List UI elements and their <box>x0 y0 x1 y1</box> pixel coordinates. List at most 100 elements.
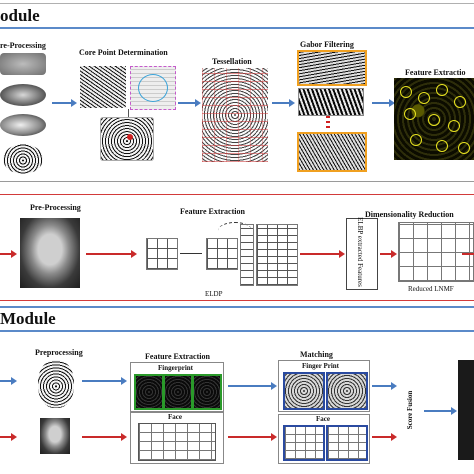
module1-bottom-separator <box>0 181 474 182</box>
preprocess-face-image <box>40 418 70 454</box>
eldp-dashed-curve <box>218 222 252 239</box>
m2-arrow-4 <box>380 253 392 255</box>
module1-feature-extraction-label: Feature Extractio <box>405 68 466 77</box>
m3-arrow-fusion-top <box>372 385 392 387</box>
m3-arrow-in-top <box>0 380 12 382</box>
eldp-threshold-arrow <box>180 253 202 254</box>
core-point-marker <box>127 134 133 140</box>
m3-match-fp-image-1 <box>283 372 325 410</box>
m3-output-box <box>458 360 474 460</box>
m1-arrow-4 <box>372 102 390 104</box>
module2-preprocessing-label: Pre-Processing <box>30 203 81 212</box>
m2-arrow-3 <box>300 253 340 255</box>
m3-arrow-fp-head <box>121 377 127 385</box>
module1-preprocessing-label: re-Processing <box>0 41 46 50</box>
m3-arrow-in-top-head <box>11 377 17 385</box>
m3-arrow-out <box>424 410 452 412</box>
preprocess-image-4 <box>3 144 43 174</box>
reduced-lnmf-grid <box>398 222 474 282</box>
m2-arrow-2 <box>86 253 132 255</box>
m3-fingerprint-label: Fingerprint <box>158 364 193 372</box>
m1-arrow-2 <box>178 102 196 104</box>
minutia-circle <box>436 84 448 96</box>
module1-tessellation-label: Tessellation <box>212 57 252 66</box>
module2-dimensionality-label: Dimensionality Reduction <box>365 210 454 219</box>
gabor-top-box <box>297 50 367 86</box>
module1-core-point-label: Core Point Determination <box>79 48 168 57</box>
preprocess-image-3 <box>0 114 46 136</box>
face-image-preprocessing <box>20 218 80 288</box>
m3-match-face-label: Face <box>316 415 330 423</box>
module3-preprocessing-label: Preprocessing <box>35 348 83 357</box>
m3-arrow-match-fp <box>228 385 272 387</box>
m3-arrow-fp <box>82 380 122 382</box>
preprocess-image-2 <box>0 84 46 106</box>
module3-top-line <box>0 306 474 308</box>
m1-arrow-4-head <box>389 99 395 107</box>
module1-gabor-label: Gabor Filtering <box>300 40 354 49</box>
score-fusion-label: Score Fusion <box>406 390 414 430</box>
m3-match-face-grid-2 <box>326 425 368 461</box>
m1-arrow-3 <box>272 102 290 104</box>
module2-bottom-red-line <box>0 300 474 301</box>
m3-arrow-match-face-head <box>271 433 277 441</box>
m3-face-label: Face <box>168 413 182 421</box>
core-point-image-left <box>80 66 126 108</box>
module3-matching-label: Matching <box>300 350 333 359</box>
m2-arrow-2-head <box>131 250 137 258</box>
core-point-image-right <box>130 66 176 110</box>
eldp-column <box>240 224 254 286</box>
m3-fp-feature-1 <box>134 374 164 410</box>
preprocess-fingerprint-image <box>38 360 74 408</box>
m2-arrow-1-head <box>11 250 17 258</box>
gabor-image-1 <box>298 88 364 116</box>
m2-arrow-1 <box>0 253 12 255</box>
minutia-circle <box>404 108 416 120</box>
minutia-circle <box>458 142 470 154</box>
reduced-lnmf-label: Reduced LNMF <box>408 285 454 293</box>
module3-feature-extraction-label: Feature Extraction <box>145 352 210 361</box>
m3-match-fp-image-2 <box>326 372 368 410</box>
minutia-circle <box>410 134 422 146</box>
m3-fp-feature-2 <box>163 374 193 410</box>
m2-arrow-5 <box>462 253 474 255</box>
minutia-circle <box>454 96 466 108</box>
minutia-circle <box>448 120 460 132</box>
m3-arrow-face-head <box>121 433 127 441</box>
module1-title: odule <box>0 6 40 25</box>
m3-arrow-fusion-bottom-head <box>391 433 397 441</box>
eldp-grid-threshold <box>206 238 238 270</box>
gabor-dots <box>326 116 330 130</box>
minutia-circle <box>428 114 440 126</box>
minutia-circle <box>400 86 412 98</box>
m1-arrow-2-head <box>195 99 201 107</box>
m3-arrow-fusion-top-head <box>391 382 397 390</box>
m3-arrow-out-head <box>451 407 457 415</box>
minutia-circle <box>418 92 430 104</box>
m3-arrow-in-bottom <box>0 436 12 438</box>
m3-match-fp-label: Finger Print <box>302 362 340 370</box>
minutia-circle <box>436 140 448 152</box>
gabor-bottom-box <box>297 132 367 172</box>
elbp-features-box <box>346 218 378 290</box>
m3-match-face-grid-1 <box>283 425 325 461</box>
module3-title: Module <box>0 309 56 328</box>
core-point-circle <box>138 74 168 102</box>
m2-arrow-3-head <box>339 250 345 258</box>
m1-arrow-1-head <box>71 99 77 107</box>
module2-top-red-line <box>0 194 474 195</box>
tessellation-image <box>202 68 268 162</box>
preprocess-image-1 <box>0 53 46 75</box>
m3-fp-feature-3 <box>192 374 222 410</box>
module2-feature-extraction-label: Feature Extraction <box>180 207 245 216</box>
m1-arrow-1 <box>52 102 72 104</box>
eldp-label: ELDP <box>205 290 223 298</box>
m3-arrow-in-bottom-head <box>11 433 17 441</box>
eldp-grid-output <box>256 224 298 286</box>
module3-title-underline <box>0 330 474 332</box>
m3-arrow-match-fp-head <box>271 382 277 390</box>
m3-arrow-fusion-bottom <box>372 436 392 438</box>
top-separator <box>0 3 474 4</box>
eldp-grid-input <box>146 238 178 270</box>
m3-arrow-face <box>82 436 122 438</box>
